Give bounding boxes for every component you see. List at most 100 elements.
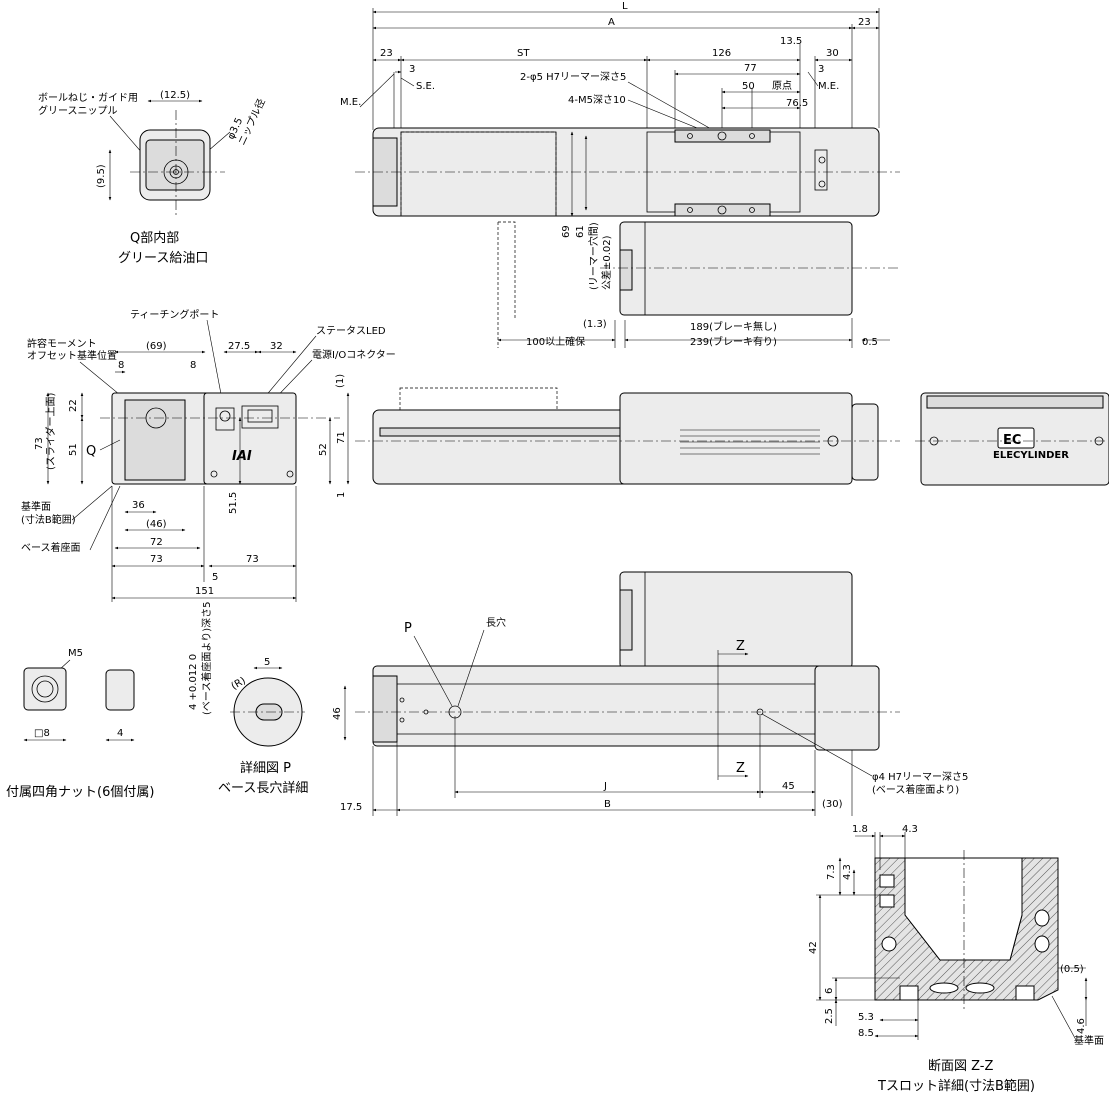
dim-13-5: 13.5 <box>780 36 802 47</box>
dim-52: 52 <box>318 443 329 456</box>
dim-30: 30 <box>826 48 839 59</box>
detail-q-caption-2: グリース給油口 <box>118 251 208 266</box>
dim-clearance: 100以上確保 <box>526 335 585 348</box>
dim-0-5-zz: (0.5) <box>1060 964 1084 975</box>
dim-4-3-b: 4.3 <box>842 864 853 880</box>
dim-sq8: □8 <box>34 728 50 739</box>
label-power-io: 電源I/Oコネクター <box>312 348 396 361</box>
section-zz-caption-1: 断面図 Z-Z <box>928 1059 994 1074</box>
top-view: L A 23 23 ST 126 13.5 30 3 3 M.E. S.E. M… <box>340 1 900 348</box>
label-p: P <box>404 621 412 636</box>
dim-72: 72 <box>150 537 163 548</box>
label-z-top: Z <box>736 639 745 654</box>
label-me-left: M.E. <box>340 97 361 108</box>
label-slider-top: (スライダー上面) <box>44 392 57 470</box>
dim-p-5: 5 <box>264 657 270 668</box>
dim-4: 4 <box>117 728 123 739</box>
dim-45: 45 <box>782 781 795 792</box>
label-me-right: M.E. <box>818 81 839 92</box>
label-z-bottom: Z <box>736 761 745 776</box>
dim-motor-brake: 239(ブレーキ有り) <box>690 335 777 348</box>
end-view: ティーチングポート ステータスLED 電源I/Oコネクター 許容モーメント オフ… <box>21 308 396 602</box>
label-reamer-bottom: φ4 H7リーマー深さ5 <box>872 771 968 783</box>
detail-p-caption-2: ベース長穴詳細 <box>218 780 308 796</box>
dim-32: 32 <box>270 341 283 352</box>
label-se: S.E. <box>416 81 435 92</box>
dim-23-left: 23 <box>380 48 393 59</box>
dim-ST: ST <box>517 48 530 59</box>
section-zz: 1.8 4.3 7.3 4.3 42 6 2.5 5.3 8.5 (0.5) 4… <box>808 824 1104 1094</box>
detail-q: ボールねじ・ガイド用 グリースニップル (12.5) φ3.5 ニップル径 (9… <box>38 90 268 266</box>
dim-6: 6 <box>824 988 835 994</box>
dim-motor-no-brake: 189(ブレーキ無し) <box>690 320 777 333</box>
dim-1-top: (1) <box>335 374 346 388</box>
dim-2-5: 2.5 <box>824 1008 835 1024</box>
dim-3-left: 3 <box>409 64 415 75</box>
label-base-mount: ベース着座面 <box>21 541 81 554</box>
dim-B: B <box>604 799 611 810</box>
dim-1-bottom: 1 <box>336 492 347 498</box>
dim-5-3: 5.3 <box>858 1012 874 1023</box>
square-nut: M5 □8 4 付属四角ナット(6個付属) <box>6 648 154 800</box>
side-view <box>355 387 900 485</box>
label-long-hole: 長穴 <box>486 616 506 629</box>
dim-17-5: 17.5 <box>340 802 362 813</box>
label-reamer-pitch: (リーマー穴間) <box>587 222 600 290</box>
dim-J: J <box>603 781 607 792</box>
dim-71: 71 <box>336 431 347 444</box>
right-end-view: EC ELECYLINDER <box>915 392 1109 486</box>
label-moment-offset-2: オフセット基準位置 <box>27 349 117 362</box>
dim-69-end: (69) <box>146 341 167 352</box>
detail-p-caption-1: 詳細図 P <box>240 760 291 776</box>
dim-51: 51 <box>68 443 79 456</box>
dim-42: 42 <box>808 941 819 954</box>
iai-logo: IAI <box>232 449 252 464</box>
bottom-view: P 長穴 Z Z 46 J 45 B 17.5 (30) φ4 H7リーマー深さ… <box>332 571 968 816</box>
label-status-led: ステータスLED <box>316 325 386 337</box>
label-teaching-port: ティーチングポート <box>130 308 219 321</box>
dim-51-5: 51.5 <box>228 492 239 514</box>
dim-8-b: 8 <box>190 360 196 371</box>
label-tapped-holes: 4-M5深さ10 <box>568 94 626 106</box>
dim-46: (46) <box>146 519 167 530</box>
dim-76-5: 76.5 <box>786 98 808 109</box>
nut-caption: 付属四角ナット(6個付属) <box>6 785 154 800</box>
label-p-tol: 4 +0.012 0 <box>188 654 199 710</box>
label-reamer-holes: 2-φ5 H7リーマー深さ5 <box>520 71 626 83</box>
dim-L: L <box>622 1 628 12</box>
dim-73-vert: 73 <box>34 437 45 450</box>
dim-3-right: 3 <box>818 64 824 75</box>
dim-73-c: 73 <box>246 554 259 565</box>
dim-4-6: 4.6 <box>1076 1018 1087 1034</box>
label-p-depth: (ベース着座面より)深さ5 <box>200 602 213 715</box>
label-zz-base-face: 基準面 <box>1074 1034 1104 1047</box>
dim-36: 36 <box>132 500 145 511</box>
dim-1-3: (1.3) <box>583 319 607 330</box>
label-tolerance: 公差±0.02) <box>600 235 613 290</box>
note-ball-screw: ボールねじ・ガイド用 <box>38 92 138 104</box>
label-base-range: (寸法B範囲) <box>21 513 76 526</box>
dim-A: A <box>608 17 615 28</box>
dim-46-bottom: 46 <box>332 707 343 720</box>
dim-27-5: 27.5 <box>228 341 250 352</box>
detail-q-caption-1: Q部内部 <box>130 230 179 246</box>
label-reamer-bottom-sub: (ベース着座面より) <box>872 783 959 796</box>
dim-8-5: 8.5 <box>858 1028 874 1039</box>
dim-22: 22 <box>68 399 79 412</box>
detail-p: (ベース着座面より)深さ5 4 +0.012 0 5 (R) 詳細図 P ベース… <box>188 602 308 796</box>
dim-9-5: (9.5) <box>96 164 107 188</box>
dim-30-bottom: (30) <box>822 799 843 810</box>
brand-mark: EC <box>1003 433 1021 448</box>
dim-7-3: 7.3 <box>826 864 837 880</box>
label-q: Q <box>86 444 96 459</box>
dim-12-5: (12.5) <box>160 90 190 101</box>
dim-0-5: 0.5 <box>862 337 878 348</box>
dim-61: 61 <box>575 225 586 238</box>
dim-1-8: 1.8 <box>852 824 868 835</box>
section-zz-caption-2: Tスロット詳細(寸法B範囲) <box>877 1078 1035 1094</box>
dim-69: 69 <box>561 225 572 238</box>
dim-77: 77 <box>744 63 757 74</box>
brand-name: ELECYLINDER <box>993 450 1069 461</box>
